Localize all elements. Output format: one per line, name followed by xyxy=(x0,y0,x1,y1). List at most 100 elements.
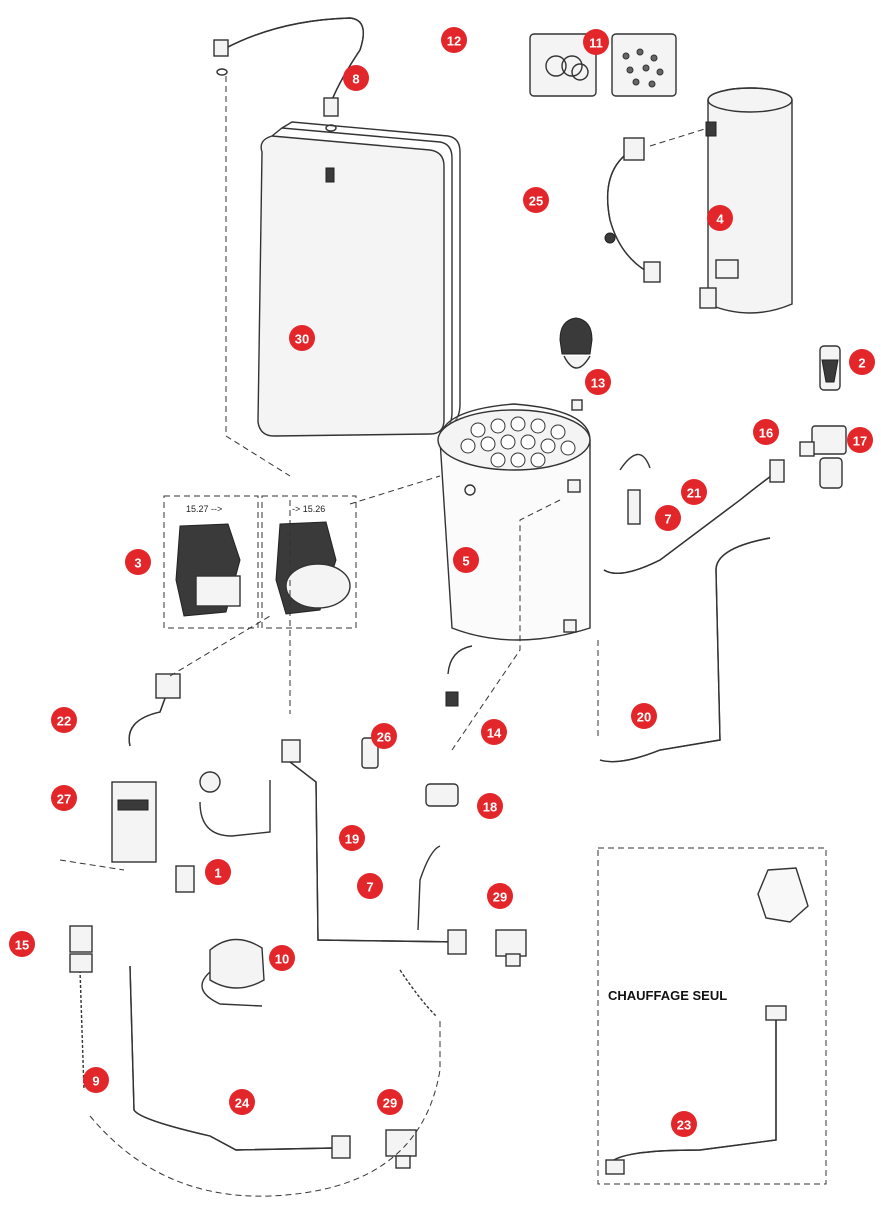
callout-number: 29 xyxy=(383,1096,397,1111)
safety-valve xyxy=(799,345,847,489)
callout-number: 16 xyxy=(759,426,773,441)
callout-badge xyxy=(371,723,397,749)
pump-box-left-label: 15.27 --> xyxy=(186,504,222,514)
callout-number: 8 xyxy=(352,72,359,87)
heat-exchanger xyxy=(437,403,591,641)
callout-c23: 23 xyxy=(671,1111,697,1137)
callout-badge xyxy=(655,505,681,531)
bottom-pipe xyxy=(129,965,417,1169)
callout-number: 5 xyxy=(462,554,469,569)
heating-only-inset: CHAUFFAGE SEUL xyxy=(597,847,827,1185)
callout-badge xyxy=(229,1089,255,1115)
flexible-hose xyxy=(213,17,364,132)
callout-badge xyxy=(83,1067,109,1093)
callout-c13: 13 xyxy=(585,369,611,395)
callout-c12: 12 xyxy=(441,27,467,53)
callout-badge xyxy=(707,205,733,231)
callout-number: 27 xyxy=(57,792,71,807)
callout-number: 21 xyxy=(687,486,701,501)
callout-badge xyxy=(585,369,611,395)
callout-number: 17 xyxy=(853,434,867,449)
callout-c10: 10 xyxy=(269,945,295,971)
callout-number: 23 xyxy=(677,1118,691,1133)
callout-number: 1 xyxy=(214,866,221,881)
seal-kit-bags xyxy=(529,33,677,97)
callout-c24: 24 xyxy=(229,1089,255,1115)
callout-badge xyxy=(481,719,507,745)
callout-c1: 1 xyxy=(205,859,231,885)
callout-c3: 3 xyxy=(125,549,151,575)
callout-badge xyxy=(441,27,467,53)
callout-c4: 4 xyxy=(707,205,733,231)
callout-badge xyxy=(487,883,513,909)
callout-badge xyxy=(847,427,873,453)
callout-number: 26 xyxy=(377,730,391,745)
connecting-pipe xyxy=(604,127,709,283)
callout-badge xyxy=(51,785,77,811)
callout-c8: 8 xyxy=(343,65,369,91)
callout-number: 25 xyxy=(529,194,543,209)
callout-badge xyxy=(51,707,77,733)
callout-number: 20 xyxy=(637,710,651,725)
callout-number: 19 xyxy=(345,832,359,847)
pump-options-box: 15.27 --> -> 15.26 xyxy=(163,495,357,629)
callout-number: 18 xyxy=(483,800,497,815)
callout-c2: 2 xyxy=(849,349,875,375)
callout-badge xyxy=(289,325,315,351)
callout-badge xyxy=(125,549,151,575)
callout-c15: 15 xyxy=(9,931,35,957)
callout-c26: 26 xyxy=(371,723,397,749)
flow-pipe xyxy=(281,739,527,1017)
callout-number: 24 xyxy=(235,1096,250,1111)
callout-c7b: 7 xyxy=(357,873,383,899)
callout-c16: 16 xyxy=(753,419,779,445)
assembly-guides xyxy=(59,76,561,1197)
callout-badge xyxy=(377,1089,403,1115)
callout-badge xyxy=(453,547,479,573)
callout-badge xyxy=(343,65,369,91)
callout-c29b: 29 xyxy=(377,1089,403,1115)
callout-number: 2 xyxy=(858,356,865,371)
drain-valve xyxy=(361,645,473,807)
callout-number: 13 xyxy=(591,376,605,391)
hydraulic-block xyxy=(111,673,271,1007)
callout-number: 7 xyxy=(366,880,373,895)
callout-number: 12 xyxy=(447,34,461,49)
callout-c25: 25 xyxy=(523,187,549,213)
buffer-cylinder xyxy=(699,87,793,314)
callout-badge xyxy=(631,703,657,729)
callout-layer: 1234577891011121314151617181920212223242… xyxy=(9,27,875,1137)
callout-badge xyxy=(583,29,609,55)
callout-c22: 22 xyxy=(51,707,77,733)
callout-c9: 9 xyxy=(83,1067,109,1093)
callout-number: 30 xyxy=(295,332,309,347)
callout-c30: 30 xyxy=(289,325,315,351)
callout-badge xyxy=(753,419,779,445)
pump-box-right-label: -> 15.26 xyxy=(292,504,325,514)
expansion-vessel xyxy=(257,121,461,437)
callout-number: 22 xyxy=(57,714,71,729)
callout-badge xyxy=(523,187,549,213)
callout-badge xyxy=(269,945,295,971)
purge-cap xyxy=(559,317,593,411)
callout-number: 4 xyxy=(716,212,724,227)
callout-c20: 20 xyxy=(631,703,657,729)
callout-c17: 17 xyxy=(847,427,873,453)
callout-c27: 27 xyxy=(51,785,77,811)
callout-c5: 5 xyxy=(453,547,479,573)
callout-c18: 18 xyxy=(477,793,503,819)
callout-c11: 11 xyxy=(583,29,609,55)
callout-badge xyxy=(681,479,707,505)
inset-caption: CHAUFFAGE SEUL xyxy=(608,988,727,1003)
callout-badge xyxy=(205,859,231,885)
callout-badge xyxy=(357,873,383,899)
callout-c19: 19 xyxy=(339,825,365,851)
callout-number: 15 xyxy=(15,938,29,953)
callout-number: 3 xyxy=(134,556,141,571)
callout-badge xyxy=(477,793,503,819)
drain-hose xyxy=(69,925,93,1091)
callout-number: 11 xyxy=(589,36,603,51)
callout-number: 14 xyxy=(487,726,502,741)
callout-number: 7 xyxy=(664,512,671,527)
